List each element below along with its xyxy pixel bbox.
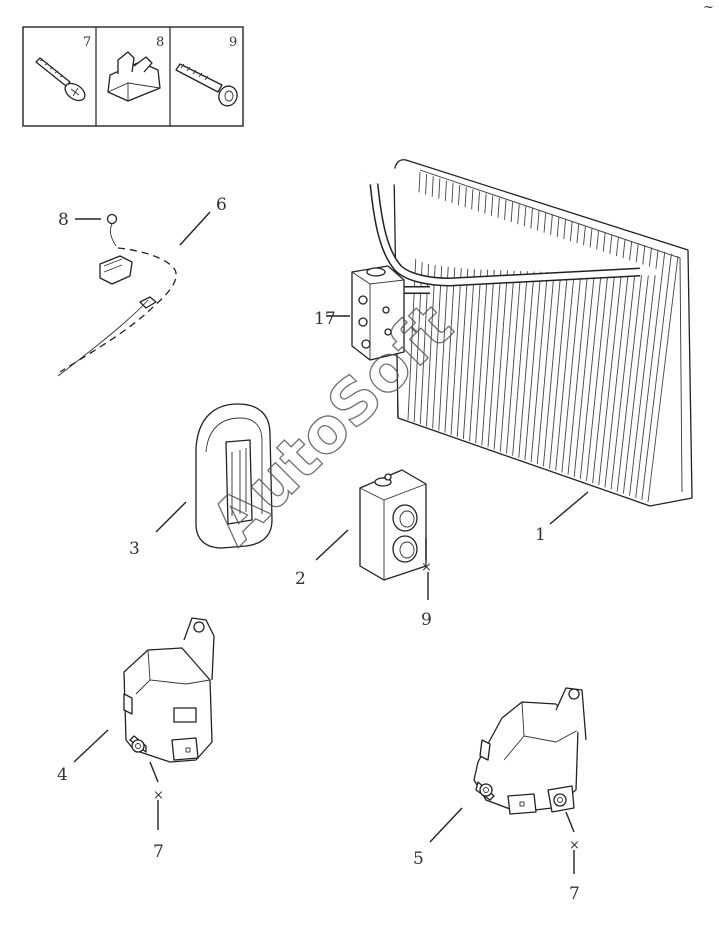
fin-line — [635, 251, 666, 498]
callout-3: 3 — [129, 539, 140, 559]
clip-icon — [107, 51, 161, 102]
callout-5: 5 — [413, 849, 424, 869]
callout-8: 8 — [58, 210, 69, 230]
corner-mark: ~ — [703, 0, 714, 15]
callout-7-right: 7 — [569, 884, 580, 904]
fin-line — [610, 243, 639, 490]
marker-x-7-left: × — [153, 788, 164, 803]
screw-icon — [35, 57, 86, 102]
fin-line — [616, 245, 646, 492]
callout-1: 1 — [535, 525, 546, 545]
fin-line — [598, 238, 626, 486]
fin-line — [604, 240, 633, 488]
callout-9: 9 — [421, 610, 432, 630]
callout-4: 4 — [57, 765, 68, 785]
fin-line — [622, 247, 652, 494]
fin-line — [629, 249, 659, 496]
fin-line — [647, 255, 679, 503]
actuator-motor-right — [473, 687, 587, 815]
callout-17: 17 — [314, 309, 336, 329]
evaporator-seal — [195, 403, 273, 549]
evaporator-core — [351, 159, 693, 507]
actuator-motor-left — [123, 617, 215, 763]
callout-6: 6 — [216, 195, 227, 215]
temperature-sensor-wire — [57, 213, 177, 377]
callout-7-left: 7 — [153, 842, 164, 862]
bolt-icon — [175, 63, 238, 107]
expansion-valve — [359, 469, 427, 581]
marker-x-7-right: × — [569, 838, 580, 853]
inset-label-7: 7 — [83, 35, 91, 50]
fin-line — [641, 253, 672, 500]
callout-2: 2 — [295, 569, 306, 589]
inset-label-9: 9 — [229, 35, 237, 50]
fastener-inset: 7 8 9 — [22, 26, 244, 127]
inset-label-8: 8 — [156, 35, 164, 50]
marker-x-9: × — [421, 560, 432, 575]
leader-lines — [73, 211, 589, 874]
